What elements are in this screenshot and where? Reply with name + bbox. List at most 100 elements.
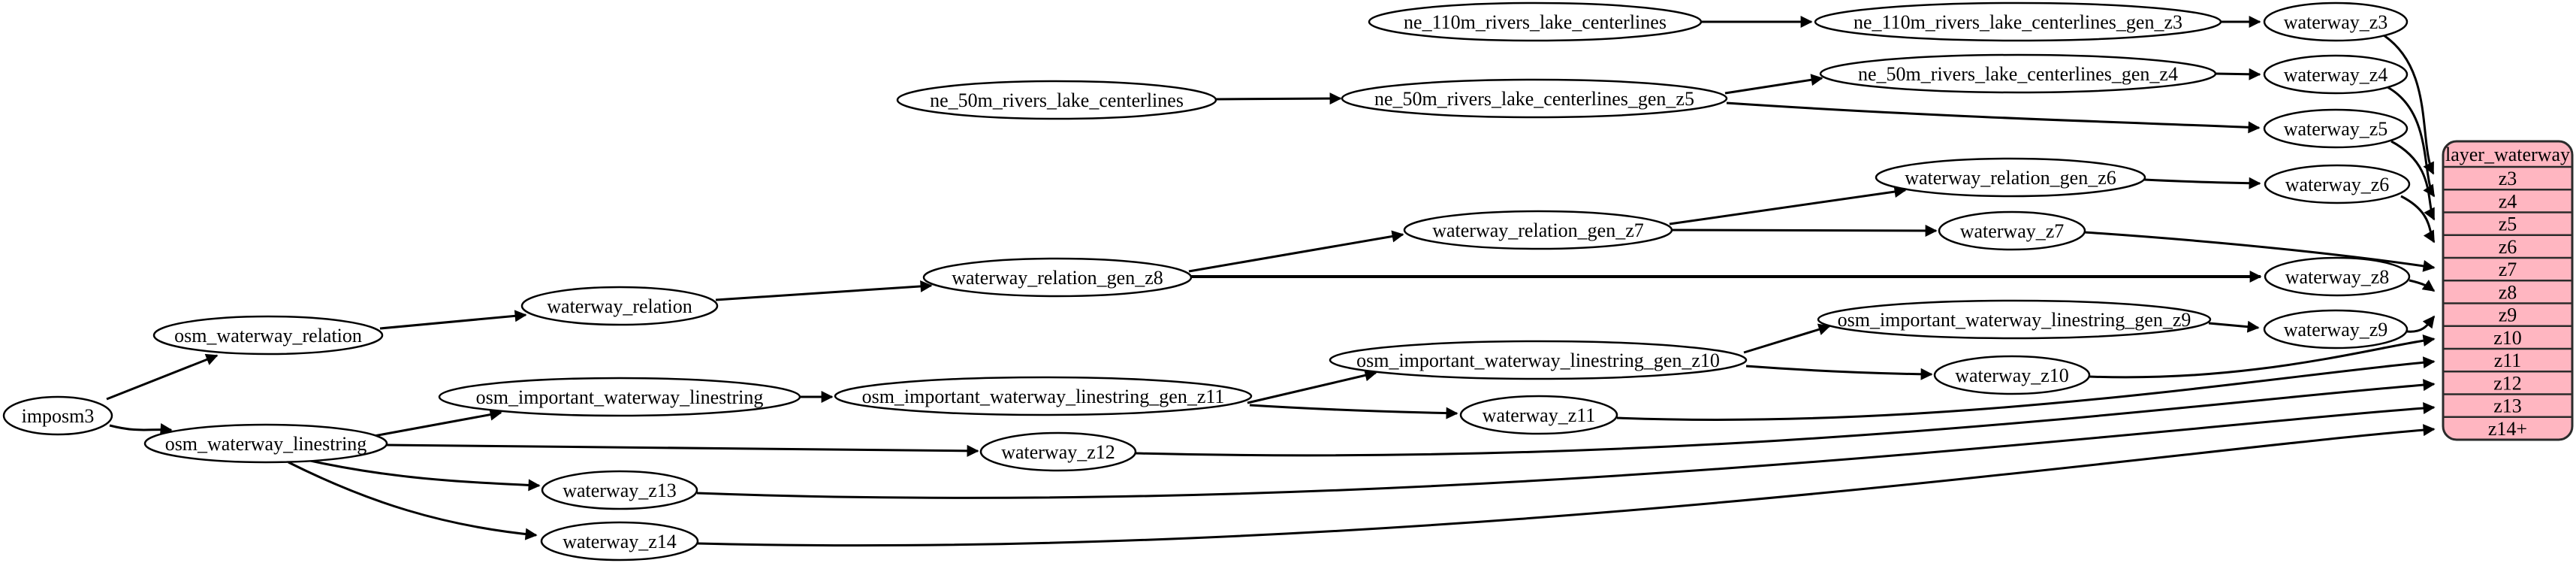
node-shape-ne_50m_rivers_lake_centerlines_gen_z5 bbox=[1341, 78, 1728, 119]
node-ne_50m_rivers_lake_centerlines_gen_z5: ne_50m_rivers_lake_centerlines_gen_z5 bbox=[1341, 78, 1728, 119]
node-shape-osm_important_waterway_linestring_gen_z9 bbox=[1817, 299, 2212, 340]
node-ne_110m_rivers_lake_centerlines_gen_z3: ne_110m_rivers_lake_centerlines_gen_z3 bbox=[1814, 2, 2222, 42]
edge-waterway_z10--layer_waterway_z10 bbox=[2088, 334, 2436, 379]
edge-imposm3--osm_waterway_linestring bbox=[109, 422, 173, 435]
node-shape-ne_110m_rivers_lake_centerlines_gen_z3 bbox=[1814, 2, 2222, 42]
node-shape-waterway_relation_gen_z6 bbox=[1875, 157, 2146, 198]
node-ne_50m_rivers_lake_centerlines_gen_z4: ne_50m_rivers_lake_centerlines_gen_z4 bbox=[1819, 53, 2217, 94]
node-ne_50m_rivers_lake_centerlines: ne_50m_rivers_lake_centerlines bbox=[896, 80, 1217, 120]
node-label-imposm3: imposm3 bbox=[22, 405, 95, 427]
node-shape-ne_50m_rivers_lake_centerlines bbox=[896, 80, 1217, 120]
node-waterway_z6: waterway_z6 bbox=[2264, 164, 2411, 204]
node-label-ne_50m_rivers_lake_centerlines_gen_z5: ne_50m_rivers_lake_centerlines_gen_z5 bbox=[1374, 88, 1694, 110]
table-row-z5: z5 bbox=[2499, 213, 2517, 235]
node-imposm3: imposm3 bbox=[2, 395, 113, 436]
node-label-osm_important_waterway_linestring_gen_z11: osm_important_waterway_linestring_gen_z1… bbox=[862, 386, 1225, 407]
node-waterway_z8: waterway_z8 bbox=[2264, 256, 2411, 297]
node-waterway_z9: waterway_z9 bbox=[2263, 309, 2409, 350]
table-row-z11: z11 bbox=[2494, 350, 2522, 371]
node-shape-waterway_z6 bbox=[2264, 164, 2411, 204]
table-row-z3: z3 bbox=[2499, 168, 2517, 189]
node-shape-waterway_relation_gen_z8 bbox=[922, 257, 1193, 298]
edge-imposm3--osm_waterway_relation bbox=[106, 353, 219, 401]
node-label-waterway_z10: waterway_z10 bbox=[1955, 365, 2069, 386]
edge-waterway_z12--layer_waterway_z12 bbox=[1135, 379, 2436, 457]
edge-waterway_z8--layer_waterway_z8 bbox=[2409, 279, 2436, 292]
edge-waterway_z3--layer_waterway_z3 bbox=[2381, 32, 2435, 175]
node-shape-imposm3 bbox=[2, 395, 113, 436]
table-row-z7: z7 bbox=[2499, 259, 2517, 280]
node-shape-waterway_z3 bbox=[2263, 2, 2409, 42]
node-waterway_relation_gen_z6: waterway_relation_gen_z6 bbox=[1875, 157, 2146, 198]
node-shape-waterway_relation bbox=[520, 286, 719, 326]
node-waterway_relation_gen_z7: waterway_relation_gen_z7 bbox=[1403, 210, 1673, 250]
node-waterway_z5: waterway_z5 bbox=[2263, 108, 2409, 149]
edge-osm_important_waterway_linestring_gen_z9--waterway_z9 bbox=[2208, 320, 2260, 333]
node-label-osm_waterway_linestring: osm_waterway_linestring bbox=[165, 433, 367, 455]
node-shape-waterway_z9 bbox=[2263, 309, 2409, 350]
edge-osm_important_waterway_linestring_gen_z11--osm_important_waterway_linestring_gen_z10 bbox=[1247, 369, 1377, 404]
node-label-waterway_z9: waterway_z9 bbox=[2284, 319, 2388, 340]
edge-osm_important_waterway_linestring_gen_z10--waterway_z10 bbox=[1745, 365, 1933, 380]
edge-osm_waterway_linestring--waterway_z13 bbox=[303, 458, 541, 492]
node-shape-osm_important_waterway_linestring_gen_z11 bbox=[834, 376, 1253, 416]
node-label-waterway_relation_gen_z6: waterway_relation_gen_z6 bbox=[1905, 167, 2116, 189]
node-label-waterway_relation_gen_z8: waterway_relation_gen_z8 bbox=[952, 267, 1163, 289]
node-shape-waterway_z10 bbox=[1933, 355, 2091, 395]
edge-osm_important_waterway_linestring_gen_z10--osm_important_waterway_linestring_gen_z9 bbox=[1743, 323, 1831, 354]
node-waterway_z13: waterway_z13 bbox=[541, 470, 698, 510]
edge-waterway_relation--waterway_relation_gen_z8 bbox=[715, 280, 933, 301]
edge-waterway_z11--layer_waterway_z11 bbox=[1616, 356, 2436, 421]
edge-waterway_z13--layer_waterway_z13 bbox=[696, 402, 2436, 499]
edge-waterway_z7--layer_waterway_z7 bbox=[2083, 231, 2436, 272]
nodes-layer: imposm3osm_waterway_relationosm_waterway… bbox=[2, 2, 2411, 561]
node-label-waterway_relation: waterway_relation bbox=[547, 295, 692, 317]
node-label-ne_50m_rivers_lake_centerlines_gen_z4: ne_50m_rivers_lake_centerlines_gen_z4 bbox=[1858, 63, 2178, 85]
node-label-waterway_z6: waterway_z6 bbox=[2285, 174, 2390, 195]
edge-ne_50m_rivers_lake_centerlines--ne_50m_rivers_lake_centerlines_gen_z5 bbox=[1215, 92, 1342, 105]
table-row-z4: z4 bbox=[2499, 190, 2517, 212]
node-shape-waterway_z5 bbox=[2263, 108, 2409, 149]
node-shape-ne_110m_rivers_lake_centerlines bbox=[1368, 2, 1703, 42]
node-label-waterway_z14: waterway_z14 bbox=[563, 531, 677, 552]
table-row-z9: z9 bbox=[2499, 304, 2517, 326]
edge-osm_waterway_linestring--osm_important_waterway_linestring bbox=[373, 408, 502, 437]
node-shape-osm_important_waterway_linestring_gen_z10 bbox=[1329, 340, 1748, 380]
table-row-z12: z12 bbox=[2493, 372, 2522, 394]
node-label-waterway_z4: waterway_z4 bbox=[2284, 64, 2388, 86]
node-shape-osm_waterway_relation bbox=[152, 315, 384, 356]
edge-osm_waterway_linestring--waterway_z12 bbox=[385, 443, 979, 457]
node-label-osm_important_waterway_linestring: osm_important_waterway_linestring bbox=[476, 386, 764, 408]
node-label-waterway_z8: waterway_z8 bbox=[2285, 266, 2390, 288]
node-shape-osm_important_waterway_linestring bbox=[438, 377, 801, 417]
table-title: layer_waterway bbox=[2445, 144, 2570, 165]
node-shape-waterway_z7 bbox=[1938, 210, 2086, 251]
node-ne_110m_rivers_lake_centerlines: ne_110m_rivers_lake_centerlines bbox=[1368, 2, 1703, 42]
node-label-ne_110m_rivers_lake_centerlines: ne_110m_rivers_lake_centerlines bbox=[1404, 11, 1667, 33]
edge-osm_important_waterway_linestring_gen_z11--waterway_z11 bbox=[1249, 404, 1458, 419]
node-label-waterway_relation_gen_z7: waterway_relation_gen_z7 bbox=[1432, 219, 1644, 241]
table-row-z6: z6 bbox=[2499, 236, 2517, 258]
node-label-waterway_z12: waterway_z12 bbox=[1001, 441, 1115, 463]
node-waterway_z12: waterway_z12 bbox=[979, 431, 1137, 472]
edge-waterway_z14--layer_waterway_z14plus bbox=[697, 424, 2436, 547]
node-osm_important_waterway_linestring_gen_z11: osm_important_waterway_linestring_gen_z1… bbox=[834, 376, 1253, 416]
table-layer_waterway: layer_waterwayz3z4z5z6z7z8z9z10z11z12z13… bbox=[2442, 140, 2574, 441]
edge-waterway_z5--layer_waterway_z5 bbox=[2390, 140, 2436, 221]
node-waterway_z4: waterway_z4 bbox=[2263, 54, 2409, 95]
node-osm_important_waterway_linestring_gen_z9: osm_important_waterway_linestring_gen_z9 bbox=[1817, 299, 2212, 340]
table-row-z13: z13 bbox=[2493, 395, 2522, 417]
edge-ne_50m_rivers_lake_centerlines_gen_z5--ne_50m_rivers_lake_centerlines_gen_z4 bbox=[1724, 74, 1823, 95]
node-label-waterway_z7: waterway_z7 bbox=[1960, 220, 2065, 242]
table-layer: layer_waterwayz3z4z5z6z7z8z9z10z11z12z13… bbox=[2442, 140, 2574, 441]
node-shape-waterway_z14 bbox=[540, 521, 699, 561]
edge-waterway_relation_gen_z8--waterway_relation_gen_z7 bbox=[1188, 230, 1404, 273]
node-osm_waterway_linestring: osm_waterway_linestring bbox=[143, 423, 388, 464]
node-osm_important_waterway_linestring_gen_z10: osm_important_waterway_linestring_gen_z1… bbox=[1329, 340, 1748, 380]
node-waterway_z3: waterway_z3 bbox=[2263, 2, 2409, 42]
table-row-z8: z8 bbox=[2499, 281, 2517, 303]
node-waterway_z10: waterway_z10 bbox=[1933, 355, 2091, 395]
edge-osm_waterway_relation--waterway_relation bbox=[379, 310, 527, 330]
node-shape-ne_50m_rivers_lake_centerlines_gen_z4 bbox=[1819, 53, 2217, 94]
